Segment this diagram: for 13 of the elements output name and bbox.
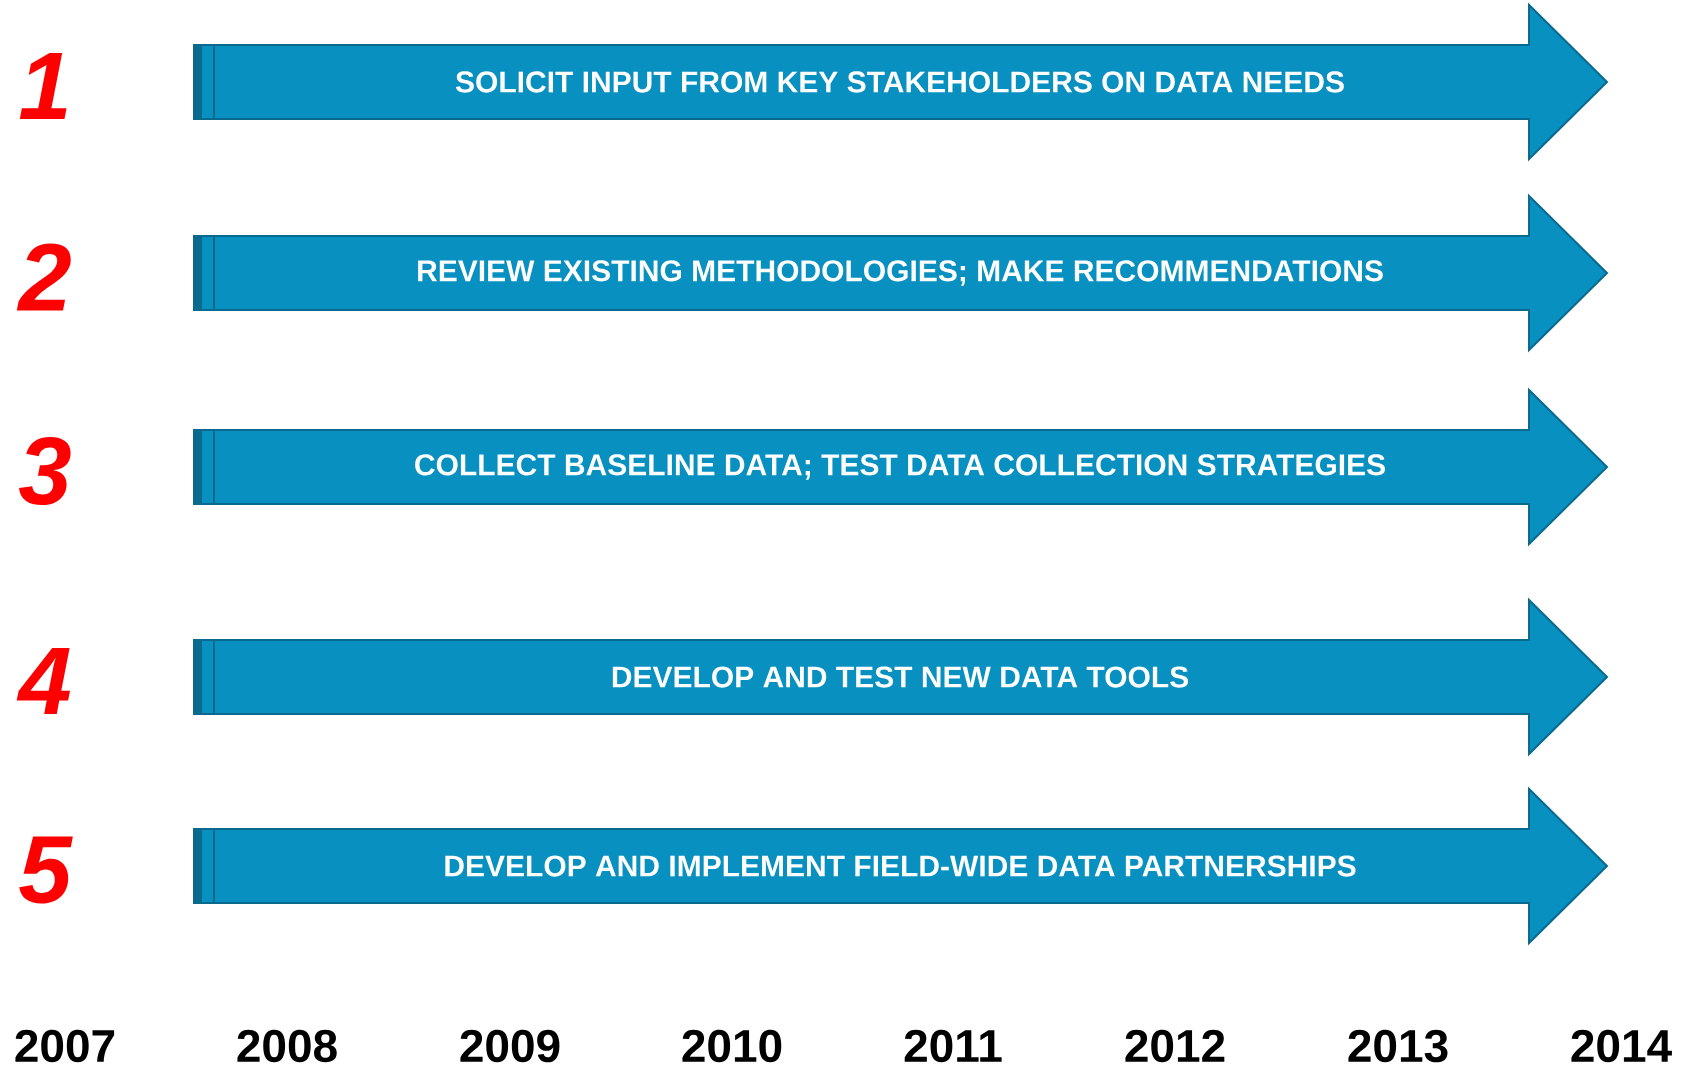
year-label: 2009 <box>460 1029 560 1063</box>
year-label: 2011 <box>904 1029 1002 1063</box>
year-label: 2010 <box>682 1029 782 1063</box>
step-number: 2 <box>16 243 71 311</box>
year-label: 2007 <box>15 1029 115 1063</box>
step-number: 3 <box>19 437 71 505</box>
step-number: 4 <box>16 648 71 715</box>
year-label: 2008 <box>237 1029 337 1063</box>
step-number: 1 <box>19 53 67 119</box>
year-label: 2012 <box>1125 1029 1225 1063</box>
year-label: 2014 <box>1571 1029 1672 1063</box>
step-number: 5 <box>19 836 73 904</box>
year-label: 2013 <box>1348 1029 1448 1063</box>
